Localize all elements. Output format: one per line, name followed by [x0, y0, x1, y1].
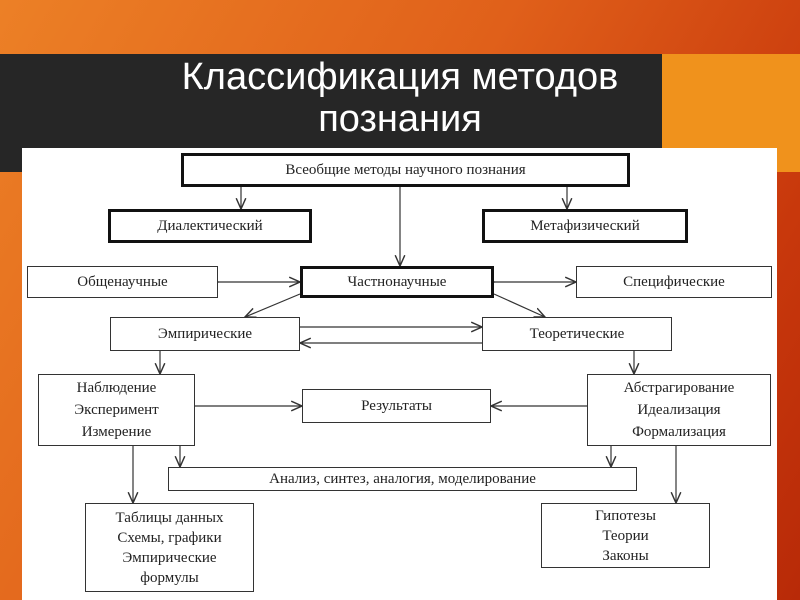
label: Диалектический	[157, 218, 263, 234]
item: Наблюдение	[76, 380, 157, 396]
item: Схемы, графики	[117, 529, 222, 546]
particular-scientific-box: Частнонаучные	[300, 266, 494, 298]
label: Частнонаучные	[347, 274, 447, 290]
label: Общенаучные	[77, 274, 168, 290]
specific-box: Специфические	[576, 266, 772, 298]
dialectical-box: Диалектический	[108, 209, 312, 243]
item: Абстрагирование	[623, 380, 735, 396]
item: Законы	[602, 547, 649, 564]
label: Результаты	[361, 398, 432, 414]
item: Формализация	[632, 424, 726, 440]
label: Всеобщие методы научного познания	[285, 162, 526, 178]
universal-methods-box: Всеобщие методы научного познания	[181, 153, 630, 187]
label: Метафизический	[530, 218, 640, 234]
item: Идеализация	[637, 402, 721, 418]
theoretical-methods-box: Абстрагирование Идеализация Формализация	[587, 374, 771, 446]
item: Таблицы данных	[115, 509, 224, 526]
title-line-2: познания	[318, 98, 482, 140]
general-scientific-box: Общенаучные	[27, 266, 218, 298]
label: Анализ, синтез, аналогия, моделирование	[269, 471, 536, 487]
item: Измерение	[81, 424, 152, 440]
item: формулы	[140, 569, 199, 586]
empirical-outputs-box: Таблицы данных Схемы, графики Эмпирическ…	[85, 503, 254, 592]
label: Специфические	[623, 274, 725, 290]
item: Теории	[602, 527, 649, 544]
metaphysical-box: Метафизический	[482, 209, 688, 243]
item: Эмпирические	[122, 549, 217, 566]
empirical-methods-box: Наблюдение Эксперимент Измерение	[38, 374, 195, 446]
results-box: Результаты	[302, 389, 491, 423]
item: Эксперимент	[74, 402, 159, 418]
label: Эмпирические	[157, 326, 253, 342]
label: Теоретические	[529, 326, 625, 342]
theoretical-box: Теоретические	[482, 317, 672, 351]
title-line-1: Классификация методов	[181, 56, 619, 98]
empirical-box: Эмпирические	[110, 317, 300, 351]
item: Гипотезы	[595, 507, 656, 524]
theoretical-outputs-box: Гипотезы Теории Законы	[541, 503, 710, 568]
analysis-box: Анализ, синтез, аналогия, моделирование	[168, 467, 637, 491]
slide-title: Классификация методов познания	[100, 56, 700, 140]
